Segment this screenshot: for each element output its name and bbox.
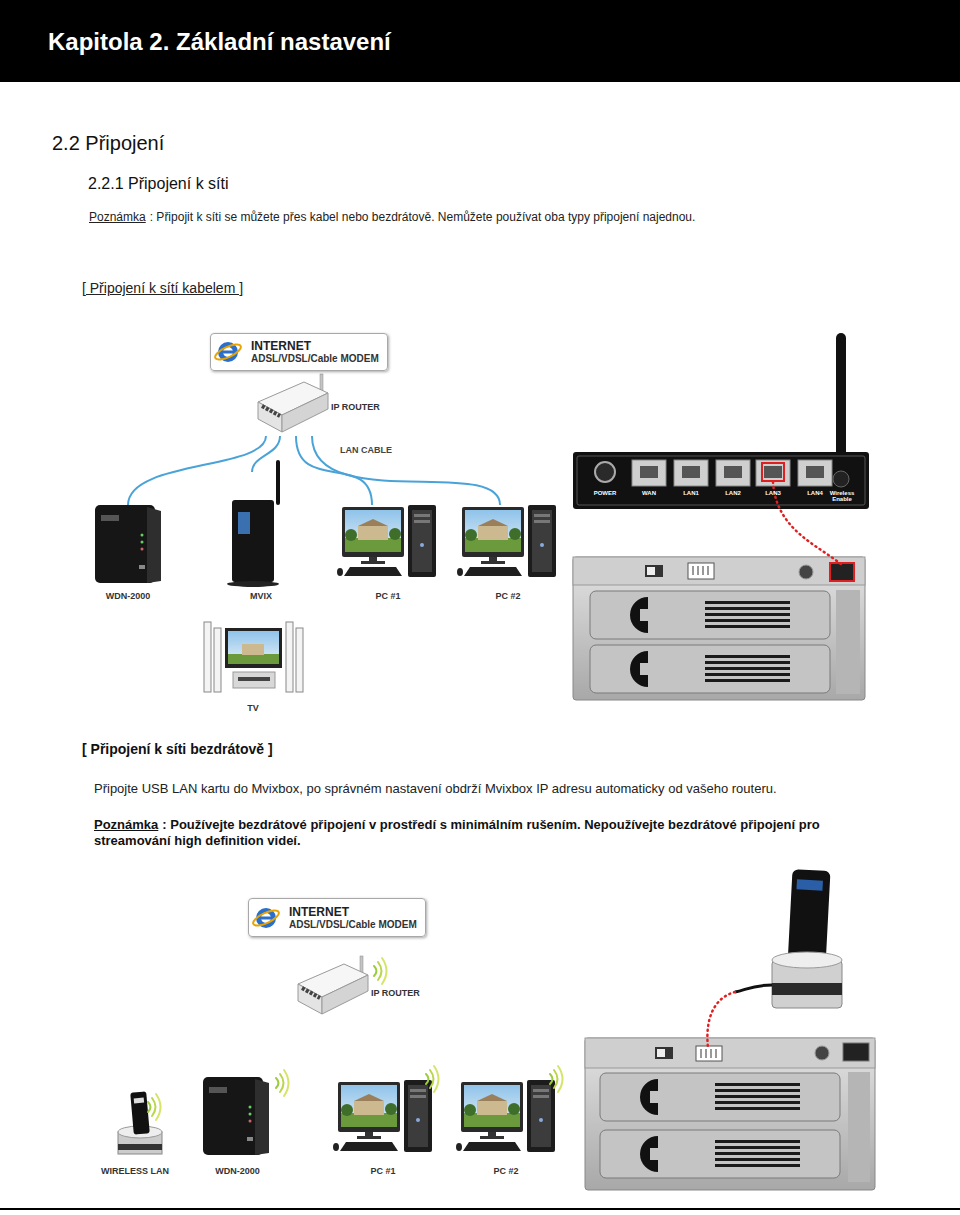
modem-box: INTERNETADSL/VDSL/Cable MODEM <box>248 898 426 937</box>
device-label: PC #1 <box>375 591 400 602</box>
router-picture <box>258 374 328 432</box>
device-label: PC #2 <box>495 591 520 602</box>
lan-cable <box>252 436 280 472</box>
device-label: IP ROUTER <box>371 988 420 999</box>
device-label: WDN-2000 <box>215 1166 260 1177</box>
wifi-waves <box>374 958 387 984</box>
node-heading: INTERNET <box>251 339 379 353</box>
device-node: PC #1 <box>338 505 438 602</box>
device-label: MVIX <box>250 591 272 602</box>
wifi-waves <box>550 1066 563 1092</box>
tv-picture <box>204 622 303 692</box>
pc-picture <box>457 505 556 577</box>
usb-cable <box>735 985 772 992</box>
modem-box: INTERNETADSL/VDSL/Cable MODEM <box>210 333 388 371</box>
device-node: PC #1 <box>333 1078 433 1177</box>
footer-rule <box>0 1208 960 1210</box>
device-node: IP ROUTER <box>255 378 382 436</box>
device-node: IP ROUTER <box>295 958 422 1028</box>
lan-cable <box>312 436 500 505</box>
router-back-panel <box>573 333 869 509</box>
port-label: POWER <box>585 490 625 496</box>
subheading: [ Připojení k síti bezdrátově ] <box>82 741 273 757</box>
section-heading: 2.2 Připojení <box>52 132 164 155</box>
wifi-waves <box>276 1070 289 1096</box>
wdn-picture <box>95 505 161 583</box>
device-node: WDN-2000 <box>195 1073 280 1177</box>
device-node: TV <box>198 620 308 714</box>
device-label: WIRELESS LAN <box>101 1166 169 1177</box>
port-label: LAN2 <box>713 490 753 496</box>
wifi-waves <box>148 1094 161 1120</box>
device-label: IP ROUTER <box>331 402 380 413</box>
note-label: Poznámka <box>94 817 158 832</box>
port-label: LAN3 <box>753 490 793 496</box>
nas-picture <box>585 992 875 1190</box>
node-heading: INTERNET <box>289 905 417 919</box>
wdn-picture <box>203 1077 269 1155</box>
wifi-waves <box>426 1066 439 1092</box>
cable-label: LAN CABLE <box>338 445 394 455</box>
device-label: WDN-2000 <box>106 591 151 602</box>
subsection-heading: 2.2.1 Připojení k síti <box>88 175 229 193</box>
chapter-title: Kapitola 2. Základní nastavení <box>48 28 391 56</box>
internet-icon <box>213 342 243 363</box>
internet-icon <box>251 908 281 929</box>
mvix-picture <box>227 460 280 587</box>
device-node: WDN-2000 <box>92 505 164 602</box>
note-text: : Používejte bezdrátové připojení v pros… <box>94 817 820 848</box>
header-bar <box>0 0 960 82</box>
subheading: [ Připojení k sítí kabelem ] <box>82 280 243 296</box>
device-label: PC #2 <box>493 1166 518 1177</box>
port-label: Wireless Enable <box>827 490 857 502</box>
pc-picture <box>456 1080 555 1152</box>
nas-picture <box>573 482 865 700</box>
device-node: MVIX <box>230 472 292 602</box>
port-label: LAN4 <box>795 490 835 496</box>
note-label: Poznámka <box>89 210 146 224</box>
device-node: WIRELESS LAN <box>95 1085 175 1177</box>
port-label: LAN1 <box>671 490 711 496</box>
device-node: PC #2 <box>458 505 558 602</box>
node-text: ADSL/VDSL/Cable MODEM <box>251 353 379 365</box>
note-paragraph: Poznámka: Používejte bezdrátové připojen… <box>94 817 874 849</box>
pc-picture <box>337 505 436 577</box>
node-text: ADSL/VDSL/Cable MODEM <box>289 919 417 931</box>
note-paragraph: Poznámka : Připojit k síti se můžete přes… <box>89 210 695 225</box>
device-label: PC #1 <box>370 1166 395 1177</box>
device-node: PC #2 <box>456 1078 556 1177</box>
pc-picture <box>333 1080 432 1152</box>
wireless-lan-picture <box>118 1091 162 1154</box>
lan-cable <box>128 436 266 505</box>
note-text: : Připojit k síti se můžete přes kabel n… <box>150 210 696 224</box>
paragraph: Připojte USB LAN kartu do Mvixbox, po sp… <box>94 781 777 796</box>
device-label: TV <box>247 703 259 714</box>
port-label: WAN <box>629 490 669 496</box>
router-picture <box>298 956 368 1014</box>
usb-dongle-picture <box>772 869 842 1008</box>
